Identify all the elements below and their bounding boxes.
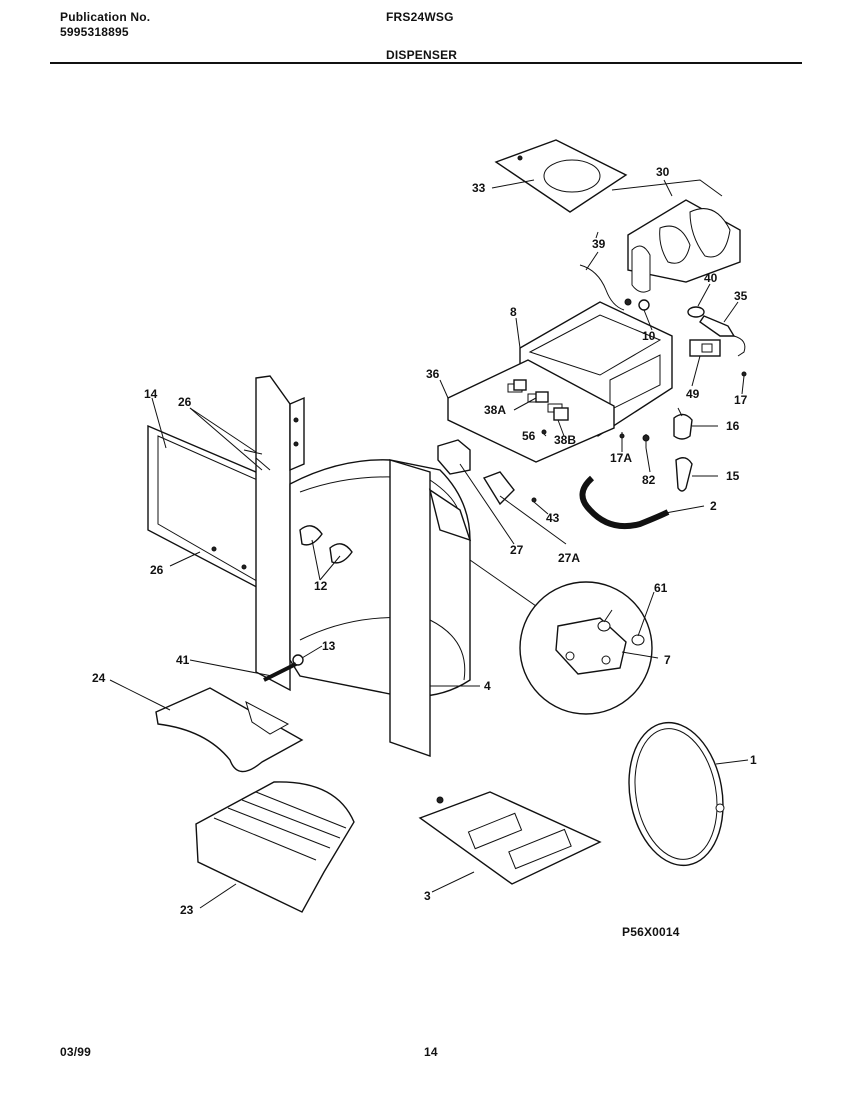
callout-27A: 27A [558,551,580,565]
part-38-switches [513,379,569,435]
callout-8: 8 [510,305,517,319]
part-2-heater [579,475,670,530]
callout-labels: 33 30 39 40 35 8 10 36 49 17 38A 56 38B … [92,165,757,917]
part-27A-bracket [482,471,537,506]
callout-26-top: 26 [178,395,192,409]
part-24-paddle [155,687,304,773]
dispenser-frame [243,375,305,692]
publication-label: Publication No. [60,10,151,24]
callout-61: 61 [654,581,668,595]
callout-36: 36 [426,367,440,381]
callout-4: 4 [484,679,491,693]
callout-33: 33 [472,181,486,195]
part-39-wire [579,231,625,311]
part-7-61-detail [469,559,653,715]
callout-17: 17 [734,393,748,407]
leader-lines [109,179,749,909]
callout-3: 3 [424,889,431,903]
callout-38A: 38A [484,403,506,417]
part-12-levers [299,525,353,564]
callout-27: 27 [510,543,524,557]
callout-49: 49 [686,387,700,401]
callout-39: 39 [592,237,606,251]
part-17A-82-screws [619,432,650,448]
callout-26-bottom: 26 [150,563,164,577]
part-16-lamp-socket [673,407,693,440]
callout-2: 2 [710,499,717,513]
model-number: FRS24WSG [386,10,454,24]
callout-14: 14 [144,387,158,401]
footer-page: 14 [424,1045,438,1059]
part-15-bulb [675,457,693,492]
part-13-41-spring [263,654,304,682]
diagram-code: P56X0014 [622,925,680,939]
part-23-grille [195,781,355,913]
callout-10: 10 [642,329,656,343]
callout-23: 23 [180,903,194,917]
callout-40: 40 [704,271,718,285]
callout-13: 13 [322,639,336,653]
callout-15: 15 [726,469,740,483]
part-30-chute-housing [611,179,741,293]
callout-41: 41 [176,653,190,667]
callout-7: 7 [664,653,671,667]
header-rule [50,62,802,64]
part-3-heater-pad [418,791,602,885]
callout-16: 16 [726,419,740,433]
callout-17A: 17A [610,451,632,465]
part-4-housing [289,459,472,757]
part-10-screw [624,298,650,311]
callout-24: 24 [92,671,106,685]
callout-38B: 38B [554,433,576,447]
part-27-bracket [437,439,471,475]
callout-30: 30 [656,165,670,179]
part-40-35-solenoid [687,306,747,377]
part-8-36-control-housing [447,301,673,463]
publication-number: 5995318895 [60,25,129,39]
section-title: DISPENSER [386,48,458,62]
callout-35: 35 [734,289,748,303]
callout-1: 1 [750,753,757,767]
part-33-cover-plate [494,139,628,213]
part-1-gasket [628,721,725,867]
callout-82: 82 [642,473,656,487]
callout-12: 12 [314,579,328,593]
footer-date: 03/99 [60,1045,92,1059]
callout-43: 43 [546,511,560,525]
callout-56: 56 [522,429,536,443]
part-14-panel [147,424,271,596]
